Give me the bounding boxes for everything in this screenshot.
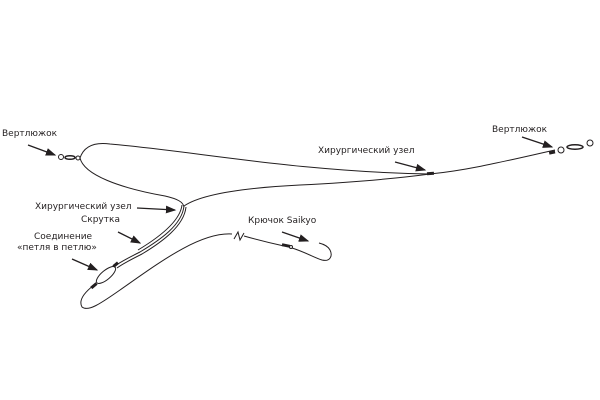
arrow-loop-connection: [71, 258, 99, 271]
right-swivel: [557, 139, 594, 154]
label-swivel-right: Вертлюжок: [492, 125, 548, 135]
loop-connection: [95, 266, 117, 284]
label-hook: Крючок Saikyo: [248, 216, 317, 226]
left-swivel: [58, 154, 81, 161]
arrow-knot-right: [394, 161, 427, 172]
hook: [291, 242, 332, 261]
label-surgical-knot-left: Хирургический узел: [35, 202, 132, 212]
arrow-swivel-right: [521, 136, 554, 148]
label-loop-connection-1: Соединение: [34, 232, 93, 242]
main-line-upper: [79, 143, 431, 175]
label-swivel-left: Вертлюжок: [2, 129, 58, 139]
arrow-knot-left: [136, 205, 177, 214]
break-symbol: [233, 230, 245, 242]
label-twist: Скрутка: [81, 215, 120, 225]
hook-link: [80, 233, 233, 309]
label-loop-connection-2: «петля в петлю»: [17, 243, 97, 253]
arrow-swivel-left: [27, 144, 57, 156]
twist-strands: [114, 205, 185, 267]
arrow-hook: [281, 231, 310, 242]
label-surgical-knot-right: Хирургический узел: [318, 146, 415, 156]
arrow-twist: [117, 231, 142, 244]
main-line-lower: [79, 157, 185, 208]
leader-line: [183, 173, 431, 207]
right-line: [429, 149, 556, 175]
